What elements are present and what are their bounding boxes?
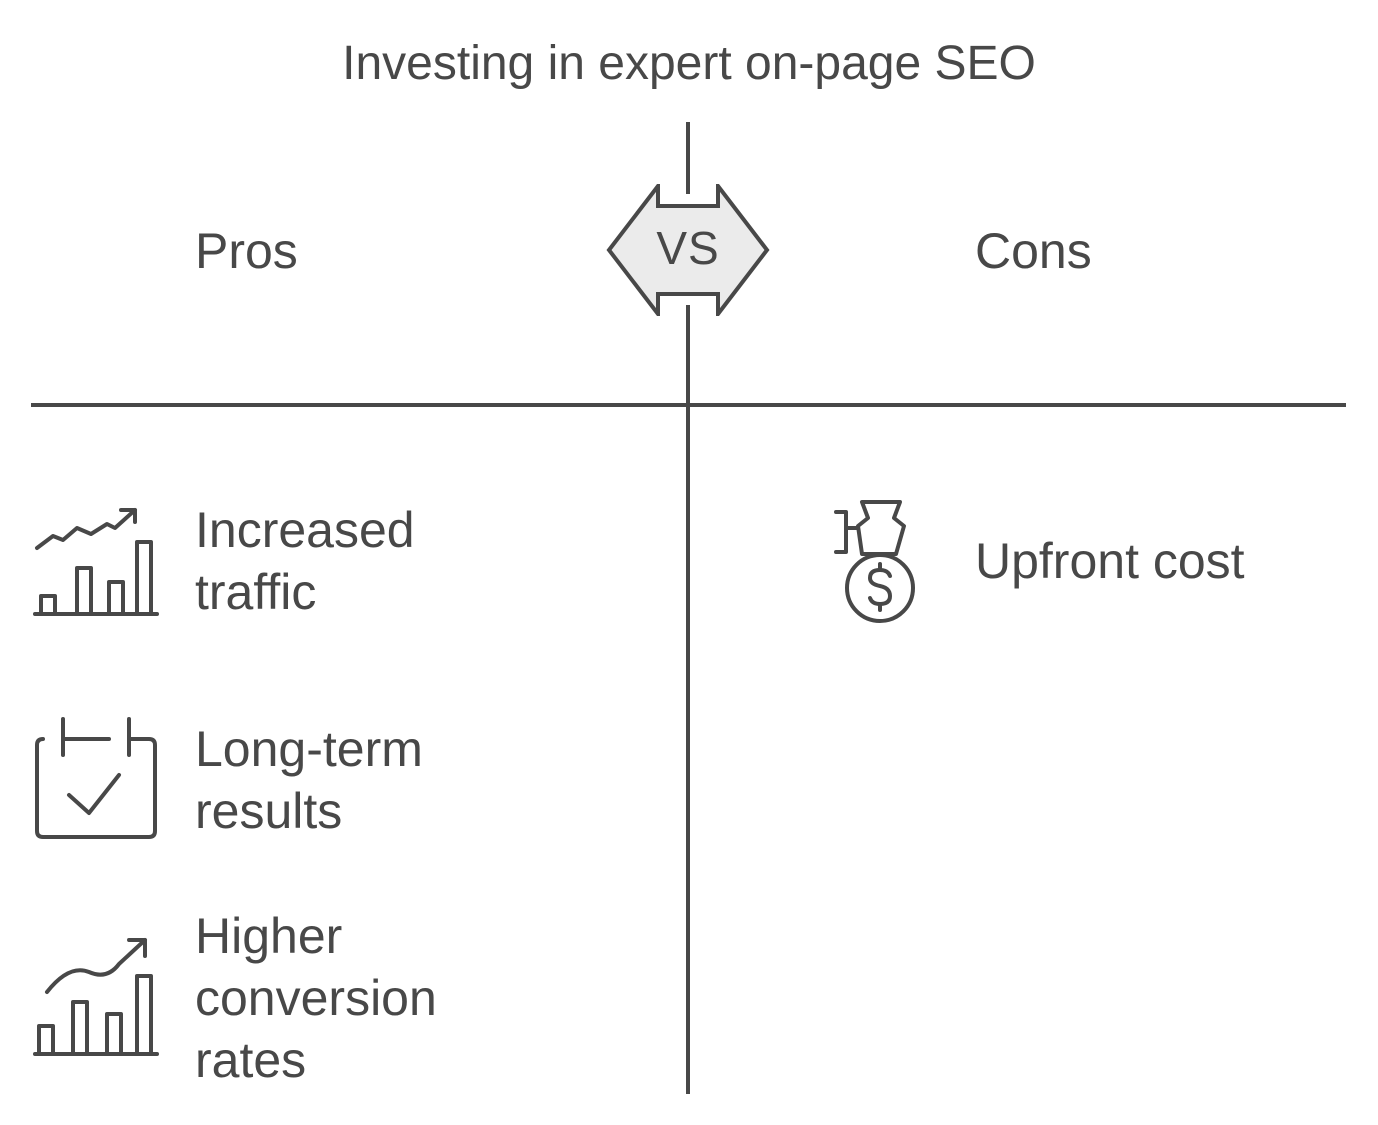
growth-chart-icon	[33, 938, 159, 1056]
vertical-divider-bottom	[686, 305, 690, 1094]
vs-label: VS	[656, 222, 720, 274]
horizontal-divider	[31, 403, 1346, 407]
cons-heading: Cons	[975, 223, 1092, 279]
pro-item-label: Higher conversion rates	[195, 905, 615, 1091]
pros-heading: Pros	[195, 223, 298, 279]
growth-chart-icon	[33, 508, 159, 616]
pro-item-text: Increased traffic	[195, 502, 415, 620]
diagram-title: Investing in expert on-page SEO	[342, 37, 1036, 90]
con-item-label: Upfront cost	[975, 530, 1378, 592]
vertical-divider-top	[686, 122, 690, 194]
pro-item-text: Higher conversion rates	[195, 908, 437, 1088]
con-item-text: Upfront cost	[975, 533, 1245, 589]
money-bag-icon	[834, 500, 915, 623]
pro-item-label: Increased traffic	[195, 499, 615, 623]
calendar-check-icon	[35, 717, 157, 839]
pro-item-text: Long-term results	[195, 721, 423, 839]
vs-badge-shape	[606, 184, 770, 316]
pro-item-label: Long-term results	[195, 718, 615, 842]
